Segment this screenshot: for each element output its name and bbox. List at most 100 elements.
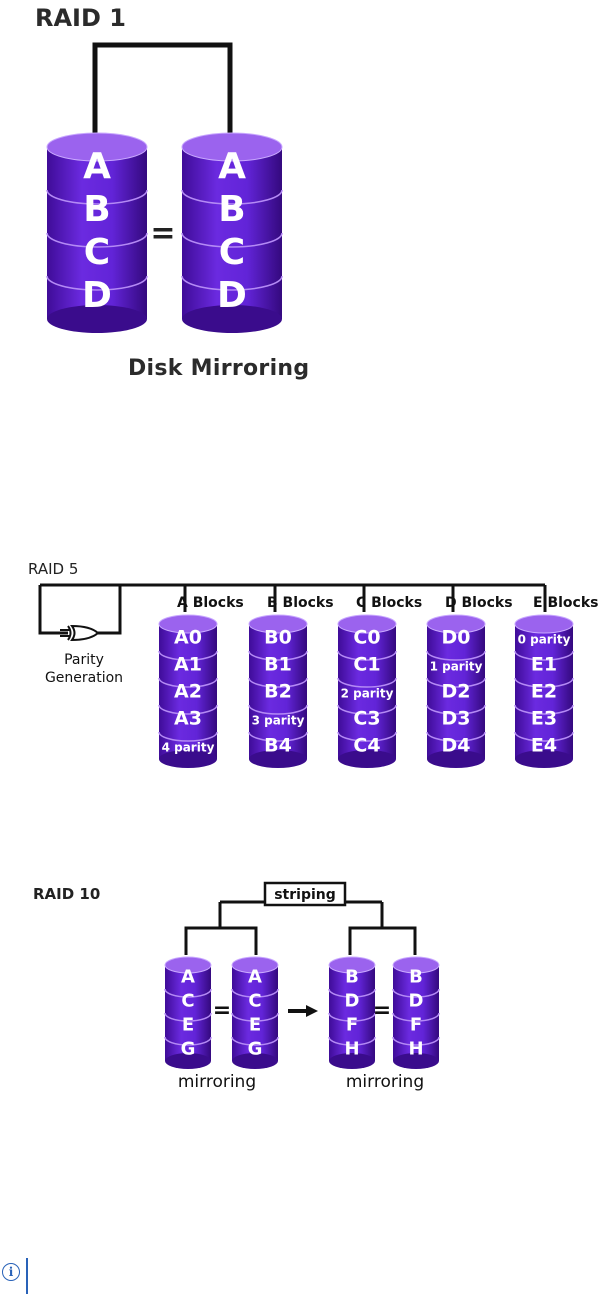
raid10-disk-0-label: E (182, 1014, 194, 1035)
raid5-disk-2-base (338, 750, 396, 768)
raid5-disk-2-label: C3 (353, 707, 380, 729)
xor-gate-icon (60, 624, 100, 642)
raid5-disk-2-label: C1 (353, 653, 380, 675)
parity-label-2: Generation (45, 670, 123, 686)
raid5-disk-1-label: B2 (264, 680, 292, 702)
raid5-bus (38, 583, 547, 635)
raid5-disk-1-label: B1 (264, 653, 292, 675)
raid10-disk-0-divider (164, 1012, 212, 1022)
raid5-disk-4-top (514, 614, 574, 634)
raid5-disk-4-base (515, 750, 573, 768)
raid5-disk-3-label: 1 parity (430, 659, 483, 673)
raid10-disk-3-base (393, 1053, 439, 1069)
raid5-disk-0-divider (158, 704, 218, 715)
raid5-disk-3-body (427, 624, 485, 759)
raid10-disk-1-top (231, 956, 279, 974)
raid5-disk-0-base (159, 750, 217, 768)
raid5-disk-4-label: E2 (531, 680, 557, 702)
raid10-disk-3-divider (392, 1012, 440, 1022)
raid5-disk-0-divider (158, 731, 218, 742)
raid1-disk-right-label: C (219, 232, 245, 273)
raid5-disk-1-body (249, 624, 307, 759)
raid5-disk-0-label: A0 (174, 626, 202, 648)
raid10-mirror-label-left: mirroring (178, 1072, 256, 1092)
raid1-disk-left-label: C (84, 232, 110, 273)
raid1-connector (92, 42, 233, 145)
raid5-disk-1-divider (248, 650, 308, 661)
raid1-disk-right-top (181, 132, 283, 162)
raid1-disk-right-label: A (218, 146, 246, 187)
raid5-disk-3-top (426, 614, 486, 634)
striping-label: striping (274, 887, 336, 903)
raid1-disk-left-divider (46, 189, 148, 205)
raid1-disk-right-label: B (218, 189, 245, 230)
raid5-disk-2-divider (337, 704, 397, 715)
raid1-disk-left-base (47, 305, 147, 333)
raid5-disk-0-divider (158, 677, 218, 688)
raid5-disk-0-label: A2 (174, 680, 202, 702)
raid5-disk-0-body (159, 624, 217, 759)
raid10-disk-2-divider (328, 1036, 376, 1046)
raid10-disk-0-label: C (181, 990, 194, 1011)
raid5-disk-2-body (338, 624, 396, 759)
raid10-disk-3-top (392, 956, 440, 974)
raid10-disk-2-label: D (345, 990, 360, 1011)
raid5-disk-0-divider (158, 650, 218, 661)
raid10-disk-1-divider (231, 1036, 279, 1046)
raid5-disk-1-divider (248, 731, 308, 742)
raid1-disk-left-divider (46, 275, 148, 291)
raid1-disk-right-label: D (217, 275, 247, 316)
raid10-disk-2-label: H (344, 1038, 359, 1059)
raid5-disk-4-body (515, 624, 573, 759)
raid1-disk-right-divider (181, 189, 283, 205)
raid1-disk-right-divider (181, 232, 283, 248)
raid5-disk-4-label: E1 (531, 653, 557, 675)
raid5-disk-3-divider (426, 731, 486, 742)
raid5-disk-header: A Blocks (177, 595, 244, 611)
raid5-disk-2-label: C4 (353, 734, 380, 756)
raid10-disk-1-divider (231, 988, 279, 998)
raid5-disk-1-label: B0 (264, 626, 292, 648)
raid10-disk-0-divider (164, 988, 212, 998)
raid10-disk-0-top (164, 956, 212, 974)
raid5-disk-3-label: D2 (442, 680, 471, 702)
raid5-disk-0-label: A3 (174, 707, 202, 729)
info-icon: i (2, 1263, 20, 1281)
raid10-disk-0-label: A (181, 966, 195, 987)
raid5-disk-1-top (248, 614, 308, 634)
raid5-disk-0-top (158, 614, 218, 634)
raid5-disk-3-divider (426, 704, 486, 715)
info-divider (26, 1258, 28, 1294)
raid5-disk-2-top (337, 614, 397, 634)
raid10-disk-3-divider (392, 1036, 440, 1046)
raid5-disk-1-divider (248, 704, 308, 715)
raid10-disk-2-divider (328, 1012, 376, 1022)
raid10-disk-0-divider (164, 1036, 212, 1046)
raid10-disk-1-label: A (248, 966, 262, 987)
raid5-disk-4-divider (514, 650, 574, 661)
raid5-disk-4-divider (514, 677, 574, 688)
raid5-disk-3-divider (426, 677, 486, 688)
raid10-equals-left: = (213, 998, 231, 1023)
raid5-title: RAID 5 (28, 560, 79, 578)
raid10-disk-3-label: F (410, 1014, 422, 1035)
raid10-disk-3-label: B (409, 966, 423, 987)
raid1-equals: = (150, 216, 175, 251)
striping-box (263, 881, 347, 907)
raid5-disk-2-divider (337, 677, 397, 688)
raid5-disk-1-base (249, 750, 307, 768)
raid5-disk-3-label: D3 (442, 707, 471, 729)
raid10-disk-2-label: B (345, 966, 359, 987)
raid10-disk-1-label: C (248, 990, 261, 1011)
raid10-disk-2-divider (328, 988, 376, 998)
raid5-disk-header: E Blocks (533, 595, 598, 611)
raid1-disk-left-label: A (83, 146, 111, 187)
raid5-disk-1-label: 3 parity (252, 713, 305, 727)
